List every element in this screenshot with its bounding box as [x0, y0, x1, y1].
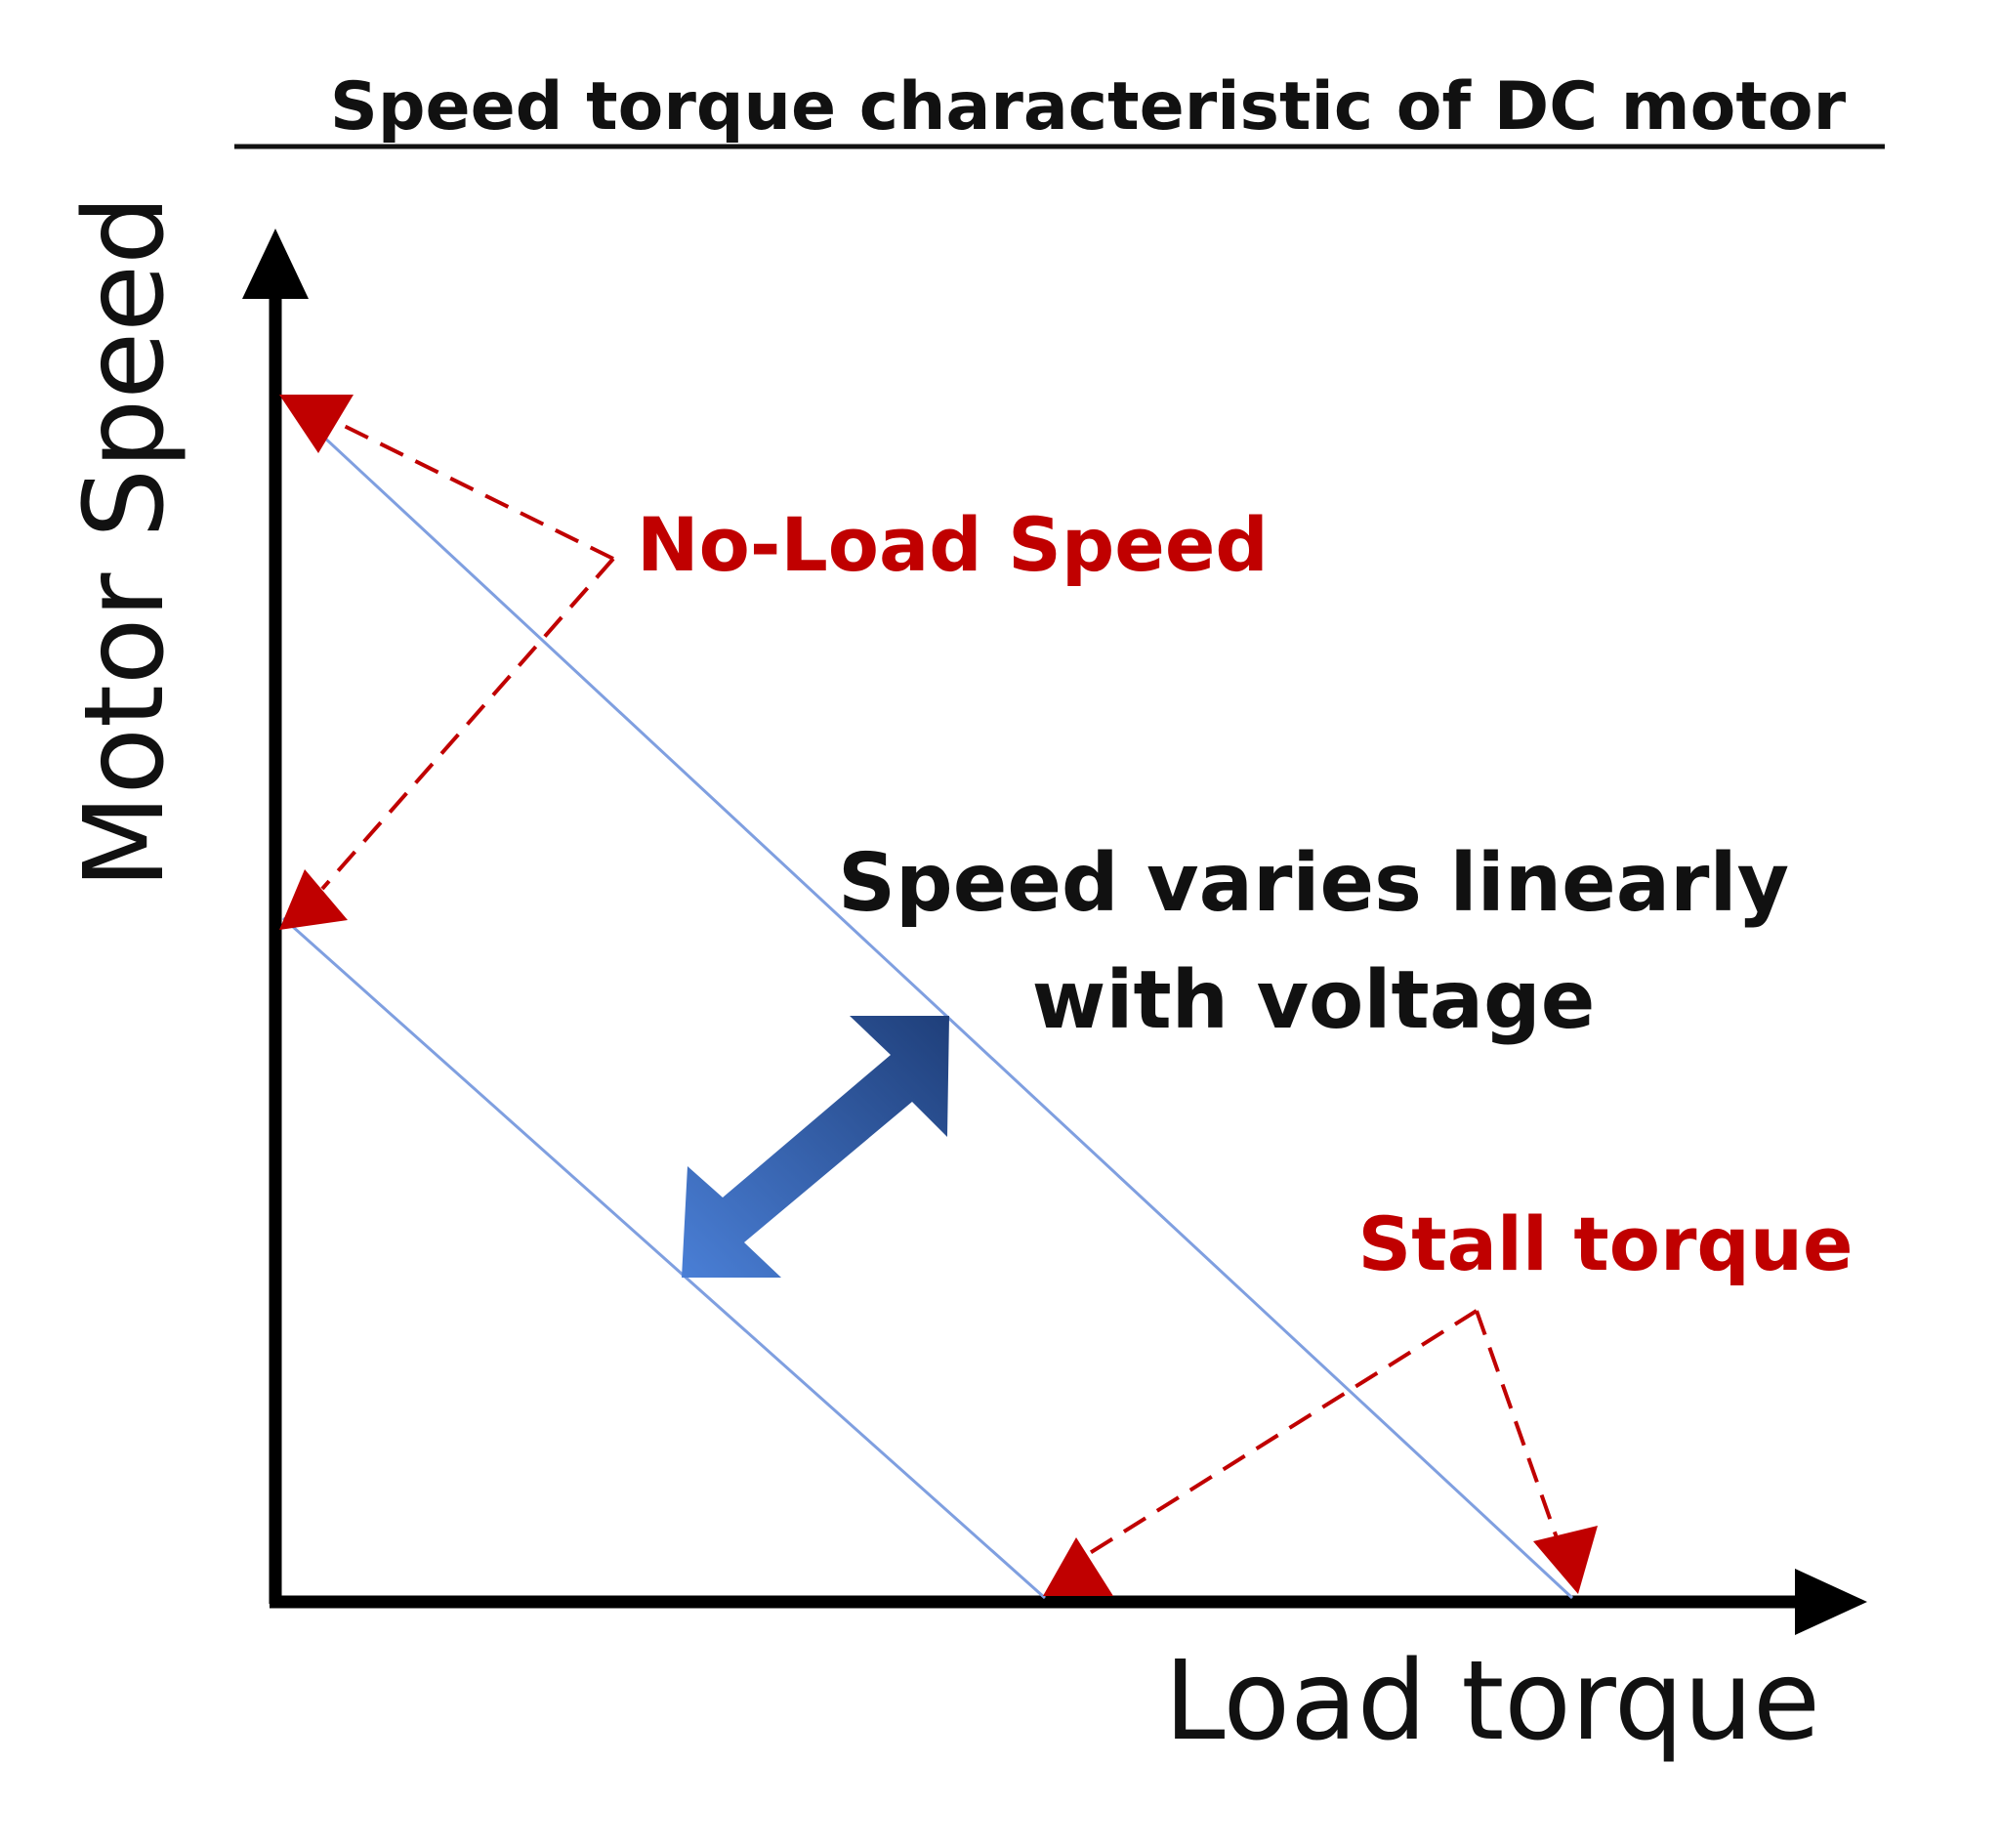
- x-axis-label: Load torque: [1164, 1638, 1820, 1765]
- voltage-annotation-line1: Speed varies linearly: [838, 837, 1789, 930]
- voltage-annotation-line2: with voltage: [1032, 954, 1596, 1047]
- stall-arrowhead-left: [1043, 1537, 1113, 1596]
- stall-dashed-line-right: [1475, 1310, 1561, 1544]
- no-load-arrowhead-upper: [279, 395, 354, 453]
- no-load-callout-arrows: [279, 395, 615, 930]
- no-load-speed-label: No-Load Speed: [637, 501, 1269, 588]
- x-axis-arrowhead: [1795, 1569, 1867, 1635]
- stall-arrowhead-right: [1533, 1526, 1598, 1594]
- diagram-title: Speed torque characteristic of DC motor: [330, 68, 1847, 146]
- axes: [242, 229, 1867, 1635]
- voltage-shift-double-arrow: [682, 1016, 949, 1278]
- stall-callout-arrows: [1043, 1309, 1598, 1596]
- stall-torque-label: Stall torque: [1358, 1200, 1854, 1287]
- y-axis-label: Motor Speed: [62, 195, 188, 889]
- characteristic-line-low-voltage: [282, 916, 1046, 1600]
- no-load-dashed-line-upper: [321, 413, 614, 561]
- no-load-arrowhead-lower: [279, 869, 348, 930]
- stall-dashed-line-left: [1072, 1309, 1479, 1565]
- characteristic-line-high-voltage: [291, 406, 1574, 1600]
- y-axis-arrowhead: [242, 229, 309, 299]
- no-load-dashed-line-lower: [320, 557, 615, 891]
